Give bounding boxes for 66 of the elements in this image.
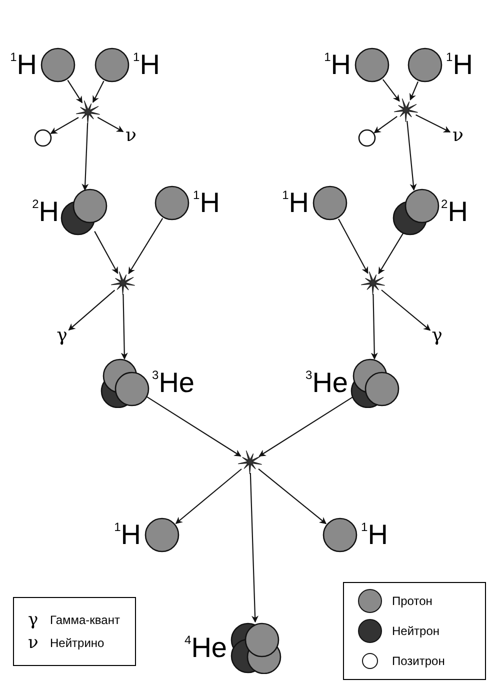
arrow	[145, 395, 242, 457]
isotope-label: $^{1}$H	[133, 51, 160, 79]
proton-circle	[407, 47, 443, 83]
arrow	[381, 290, 431, 331]
arrow	[258, 468, 327, 524]
reaction-star-icon	[393, 97, 419, 123]
arrow	[250, 472, 258, 623]
arrow	[94, 231, 118, 274]
legend-text: Гамма-квант	[50, 614, 120, 626]
helium-3-nucleus-drawing	[100, 358, 150, 408]
legend-symbol: γ	[28, 612, 40, 628]
isotope-label: $^{1}$H	[446, 51, 473, 79]
positron-circle	[34, 129, 52, 147]
reaction-star-icon	[110, 270, 136, 296]
proton-circle	[154, 185, 190, 221]
particle-symbol: γ	[56, 327, 68, 345]
isotope-label: $^{2}$H	[32, 198, 59, 226]
arrow	[50, 117, 79, 134]
isotope-label: $^{1}$H	[361, 521, 388, 549]
isotope-label: $^{1}$H	[114, 521, 141, 549]
arrow	[175, 468, 242, 524]
legend-text: Протон	[392, 595, 432, 607]
reaction-star-icon	[360, 270, 386, 296]
isotope-label: $^{3}$He	[306, 369, 348, 397]
particle-symbol: γ	[432, 327, 442, 345]
legend-text: Нейтрино	[50, 637, 104, 649]
arrow	[416, 114, 451, 132]
arrow	[67, 80, 83, 104]
reaction-star-icon	[75, 99, 101, 125]
proton-circle	[322, 517, 358, 553]
isotope-label: $^{1}$H	[282, 189, 309, 217]
arrow	[120, 294, 128, 360]
helium-4-nucleus-drawing	[230, 622, 282, 674]
helium-3-nucleus-drawing	[350, 358, 400, 408]
arrow	[382, 79, 400, 102]
isotope-label: $^{1}$H	[193, 189, 220, 217]
isotope-label: $^{1}$H	[324, 51, 351, 79]
arrow	[92, 80, 104, 103]
arrow	[338, 218, 368, 274]
isotope-label: $^{2}$H	[441, 198, 468, 226]
arrow	[406, 120, 417, 191]
isotope-label: $^{3}$He	[152, 369, 194, 397]
arrow	[258, 395, 355, 457]
deuterium-nucleus-drawing	[60, 188, 108, 236]
isotope-label: $^{4}$He	[184, 634, 227, 662]
reaction-star-icon	[237, 449, 263, 475]
deuterium-nucleus-drawing	[392, 188, 440, 236]
proton-circle	[354, 47, 390, 83]
particle-symbol: ν	[452, 127, 464, 145]
arrow	[128, 218, 164, 274]
proton-circle	[144, 517, 180, 553]
proton-circle	[94, 47, 130, 83]
legend-text: Нейтрон	[392, 625, 440, 637]
proton-circle	[312, 185, 348, 221]
arrow	[97, 116, 124, 132]
arrow	[410, 81, 418, 101]
proton-circle	[40, 47, 76, 83]
arrow	[82, 122, 89, 191]
legend-text: Позитрон	[392, 655, 445, 667]
arrow	[374, 116, 398, 134]
arrow	[370, 294, 378, 360]
particle-symbol: ν	[126, 127, 136, 145]
positron-circle	[358, 129, 376, 147]
isotope-label: $^{1}$H	[10, 51, 37, 79]
legend-symbol: ν	[28, 634, 40, 652]
arrow	[68, 290, 116, 331]
